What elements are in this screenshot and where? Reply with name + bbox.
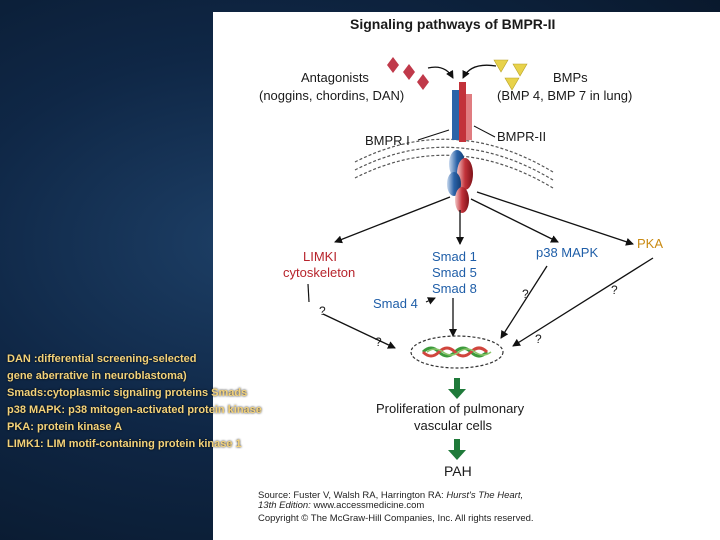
- p38-mapk-label: p38 MAPK: [536, 245, 598, 260]
- arrow-p38-to-nucleus: [500, 265, 548, 339]
- arrow-to-p38: [470, 198, 559, 243]
- cytoskeleton-label: cytoskeleton: [283, 265, 355, 280]
- bmpr1-leader: [417, 129, 450, 141]
- smad4-label: Smad 4: [373, 296, 418, 311]
- pka-label: PKA: [637, 236, 663, 251]
- antagonist-diamonds-icon: [387, 57, 429, 90]
- arrow-to-pka: [476, 191, 634, 246]
- arrow-to-limk1: [334, 196, 451, 244]
- question-mark-p38: ?: [522, 287, 529, 301]
- question-mark-pka: ?: [611, 283, 618, 297]
- bmpr2-leader: [473, 125, 496, 138]
- question-mark-limk1: ?: [319, 304, 326, 318]
- proliferation-line1: Proliferation of pulmonary: [376, 401, 525, 416]
- smad8-label: Smad 8: [432, 281, 477, 296]
- abbreviation-caption: DAN :differential screening-selected gen…: [7, 351, 307, 453]
- caption-line: gene aberrative in neuroblastoma): [7, 370, 187, 382]
- diagram-title: Signaling pathways of BMPR-II: [350, 16, 555, 32]
- caption-line: p38 MAPK: p38 mitogen-activated protein …: [7, 404, 262, 416]
- caption-line: DAN :differential screening-selected: [7, 353, 197, 365]
- source-line-1: Source: Fuster V, Walsh RA, Harrington R…: [258, 490, 523, 501]
- arrow-limk1-to-nucleus: [322, 313, 396, 349]
- antagonist-arrow: [427, 66, 454, 79]
- bmp-arrow: [462, 64, 497, 79]
- source-line-2: 13th Edition: www.accessmedicine.com: [258, 500, 424, 511]
- proliferation-line2: vascular cells: [414, 418, 493, 433]
- bmps-label: BMPs: [553, 70, 588, 85]
- source-line-3: Copyright © The McGraw-Hill Companies, I…: [258, 513, 534, 524]
- antagonists-label: Antagonists: [301, 70, 369, 85]
- nucleus-dna: [410, 335, 504, 369]
- question-mark-right: ?: [535, 332, 542, 346]
- arrow-pka-to-nucleus: [512, 257, 654, 347]
- limk1-label: LIMKI: [303, 249, 337, 264]
- bmpr2-pathway-diagram: Signaling pathways of BMPR-II Antagonist…: [258, 16, 663, 524]
- question-mark-left: ?: [375, 335, 382, 349]
- green-arrow-down-icon: [448, 378, 466, 399]
- bmpr2-label: BMPR-II: [497, 129, 546, 144]
- caption-line: Smads:cytoplasmic signaling proteins Sma…: [7, 387, 248, 399]
- pah-label: PAH: [444, 463, 472, 479]
- arrow-limk1-down: [307, 283, 310, 303]
- caption-line: LIMK1: LIM motif-containing protein kina…: [7, 438, 242, 450]
- caption-line: PKA: protein kinase A: [7, 421, 123, 433]
- diagram-panel: Signaling pathways of BMPR-II Antagonist…: [213, 12, 720, 540]
- bmps-examples-label: (BMP 4, BMP 7 in lung): [497, 88, 632, 103]
- bmpr1-label: BMPR I: [365, 133, 410, 148]
- bmp-triangles-icon: [493, 59, 528, 91]
- bmpr-receptor-complex: [447, 82, 473, 213]
- antagonists-examples-label: (noggins, chordins, DAN): [259, 88, 404, 103]
- smad1-label: Smad 1: [432, 249, 477, 264]
- arrow-smad4: [425, 297, 436, 305]
- smad5-label: Smad 5: [432, 265, 477, 280]
- green-arrow-down-icon-2: [448, 439, 466, 460]
